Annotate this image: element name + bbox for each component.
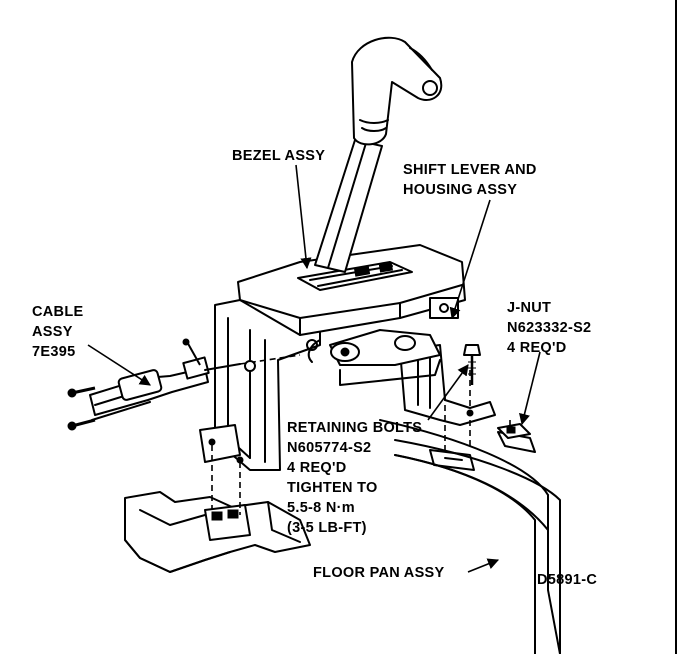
label-cable-line2: ASSY xyxy=(32,324,73,340)
detent-linkage xyxy=(306,329,441,386)
label-bolts-line5: 5.5-8 N·m xyxy=(287,500,355,516)
label-jnut-line1: J-NUT xyxy=(507,300,551,316)
labels: BEZEL ASSY SHIFT LEVER AND HOUSING ASSY … xyxy=(32,148,597,588)
label-cable-line3: 7E395 xyxy=(32,344,75,360)
floor-pan-bracket xyxy=(124,491,311,573)
retaining-bolt xyxy=(463,344,481,385)
leader-lines xyxy=(87,164,541,573)
label-jnut-line3: 4 REQ'D xyxy=(507,340,567,356)
figure-id: D5891-C xyxy=(537,572,597,588)
bezel-housing xyxy=(237,244,466,336)
label-jnut-line2: N623332-S2 xyxy=(507,320,591,336)
label-shift-lever-line1: SHIFT LEVER AND xyxy=(403,162,537,178)
lever-housing-bracket xyxy=(199,299,496,471)
label-bolts-line4: TIGHTEN TO xyxy=(287,480,378,496)
label-bolts-line6: (3-5 LB-FT) xyxy=(287,520,367,536)
label-bolts-line3: 4 REQ'D xyxy=(287,460,347,476)
label-floor-pan: FLOOR PAN ASSY xyxy=(313,565,445,581)
label-cable-line1: CABLE xyxy=(32,304,83,320)
label-shift-lever-line2: HOUSING ASSY xyxy=(403,182,517,198)
label-bezel-assy: BEZEL ASSY xyxy=(232,148,325,164)
j-nut xyxy=(497,423,531,439)
shift-lever xyxy=(314,36,443,273)
label-bolts-line1: RETAINING BOLTS xyxy=(287,420,422,436)
label-bolts-line2: N605774-S2 xyxy=(287,440,371,456)
floor-pan xyxy=(379,419,561,654)
